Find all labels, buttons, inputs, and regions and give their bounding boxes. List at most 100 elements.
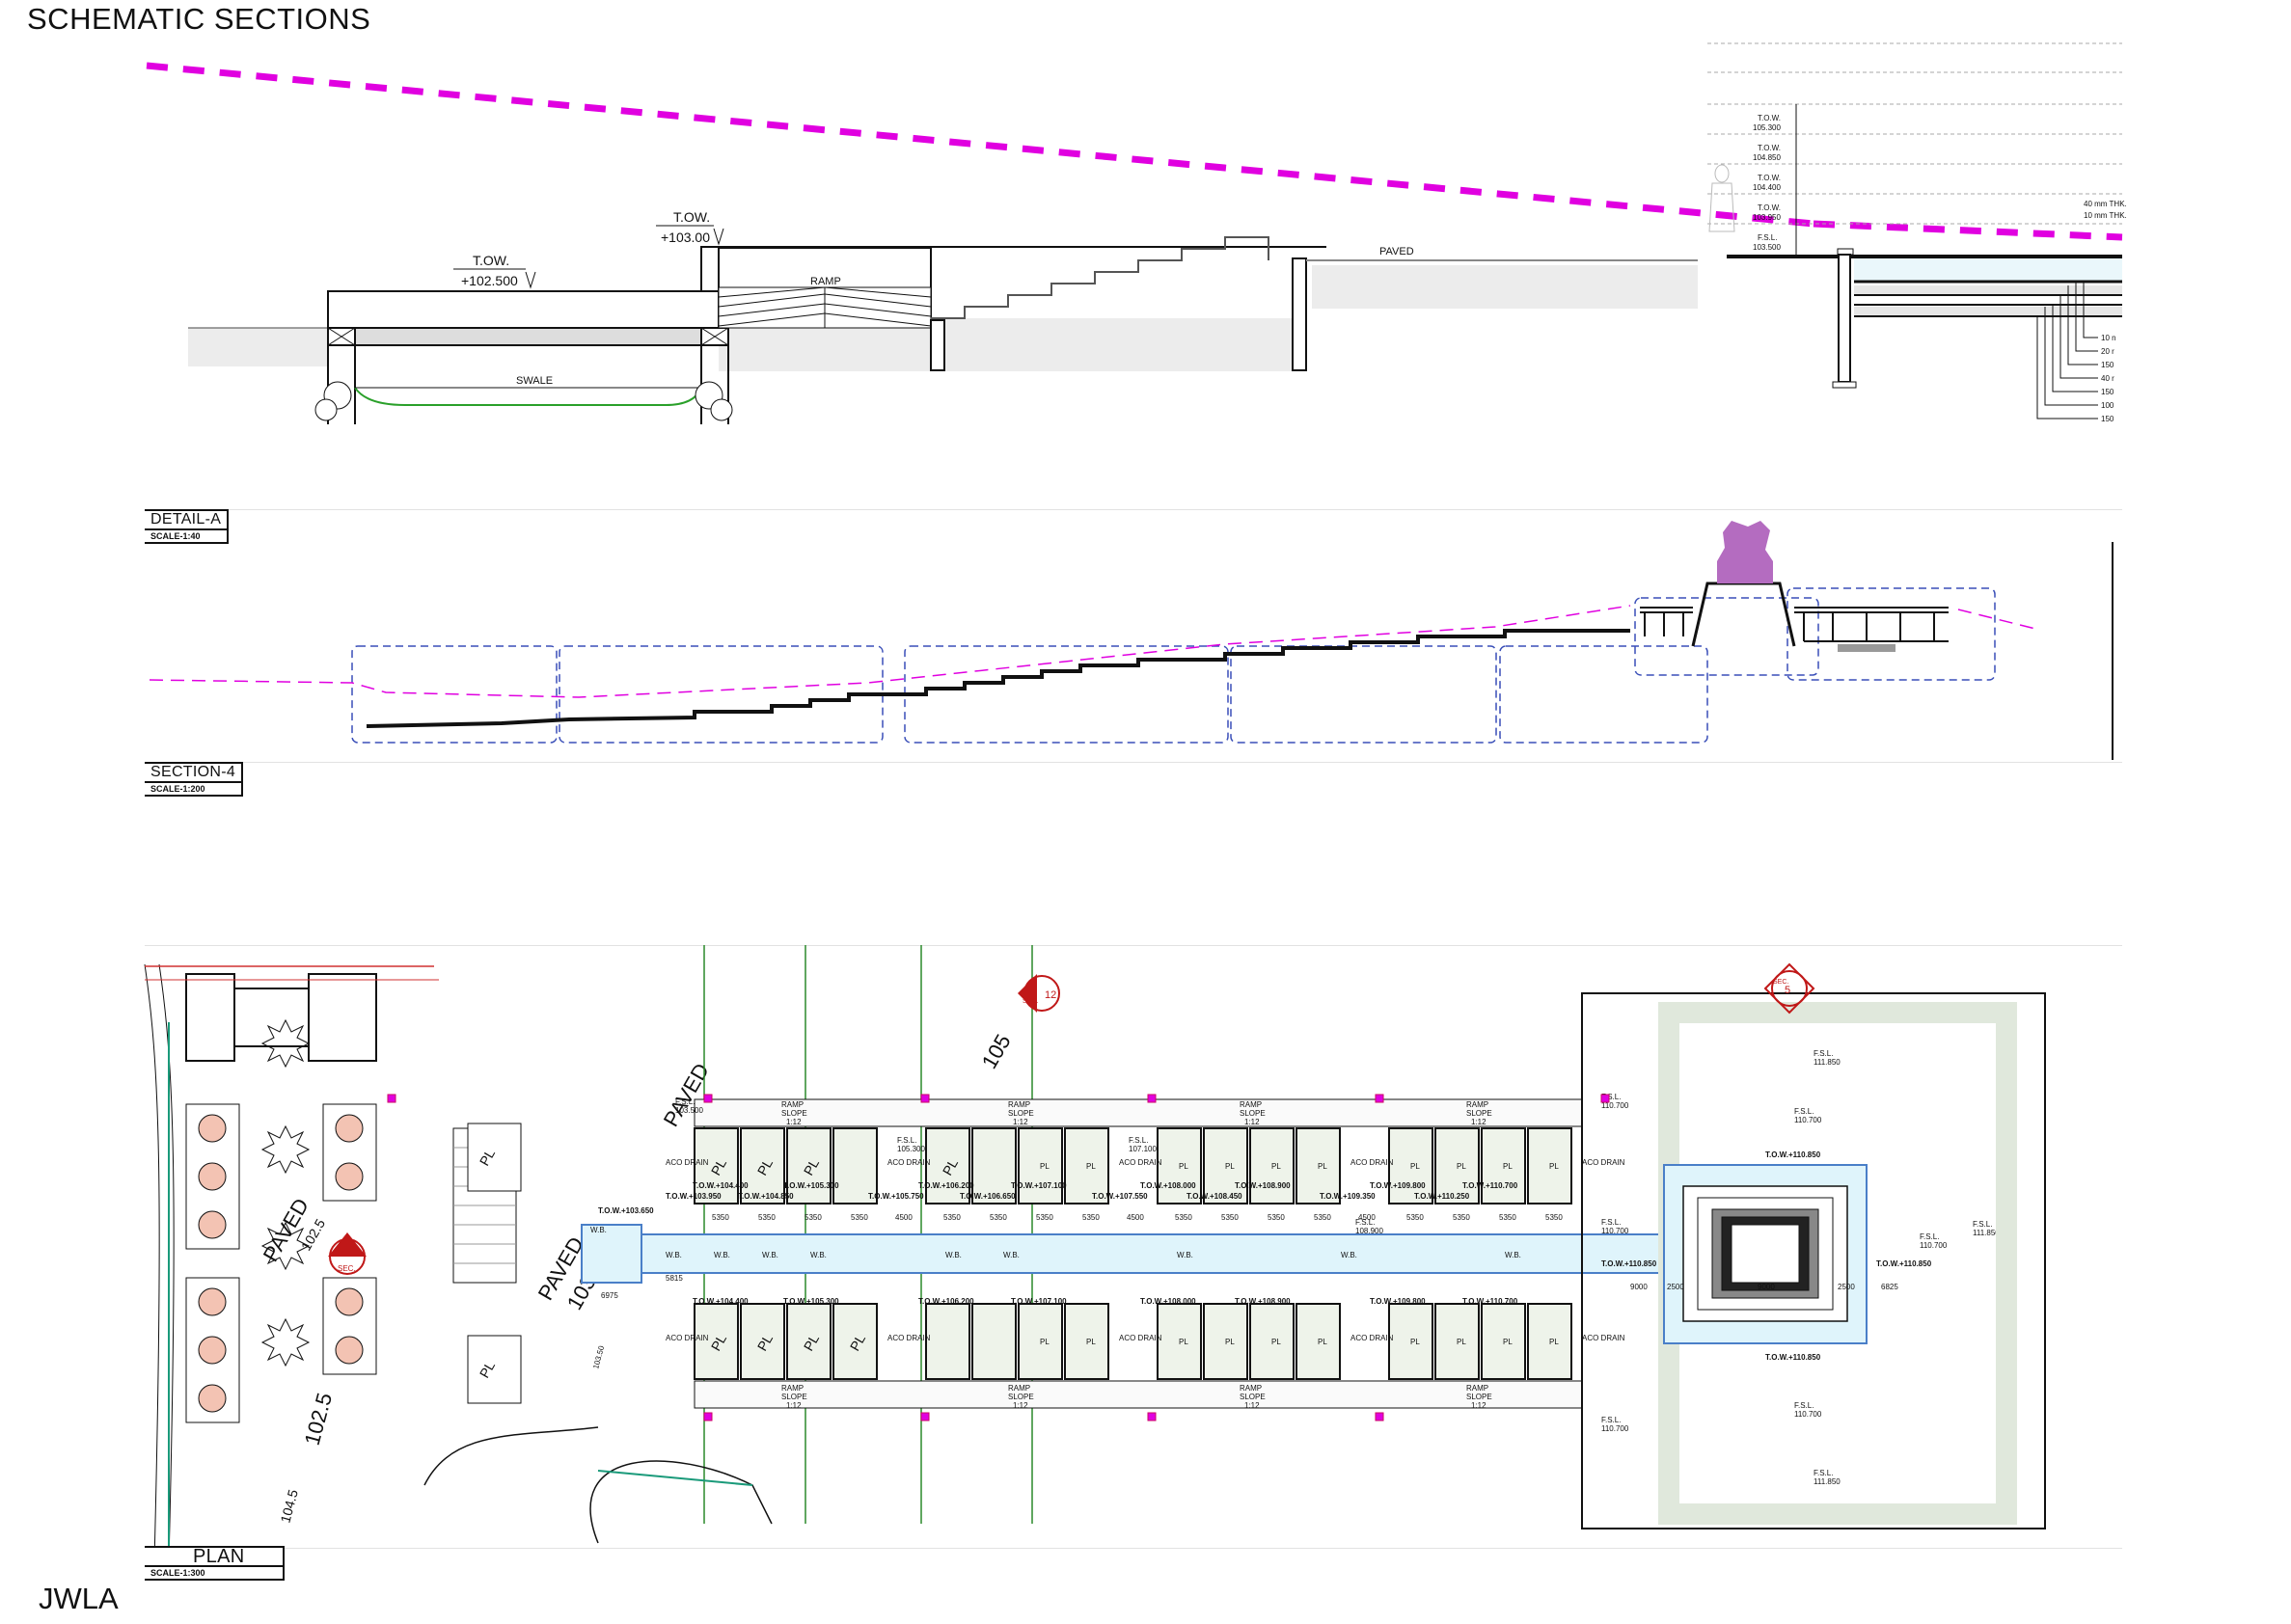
level-text: 102.5: [300, 1391, 337, 1448]
svg-text:ACO DRAIN: ACO DRAIN: [887, 1158, 931, 1167]
level-value: 104.400: [1753, 183, 1781, 192]
svg-text:ACO DRAIN: ACO DRAIN: [666, 1158, 709, 1167]
water-body-plaza: [581, 1224, 642, 1284]
planter-pl-labels-rotated: PL PL PL PL PL PL PL PL: [708, 1155, 962, 1353]
svg-text:1:12: 1:12: [1471, 1401, 1486, 1410]
ground-profile-line: [146, 62, 1814, 228]
svg-text:PL: PL: [847, 1331, 869, 1353]
svg-text:5350: 5350: [1036, 1213, 1053, 1222]
firm-brand: JWLA: [39, 1582, 119, 1615]
svg-text:5350: 5350: [851, 1213, 868, 1222]
terrace-profile: [366, 629, 1630, 728]
svg-text:110.700: 110.700: [1794, 1116, 1822, 1124]
level-text: 105: [977, 1030, 1016, 1072]
planter-row-bottom: [694, 1303, 1572, 1380]
svg-text:1:12: 1:12: [1013, 1118, 1028, 1126]
level-text: 103.50: [591, 1344, 606, 1369]
courtyard-boundary: [1581, 992, 2046, 1529]
svg-text:W.B.: W.B.: [1177, 1251, 1193, 1259]
svg-text:T.O.W.+110.250: T.O.W.+110.250: [1414, 1192, 1470, 1201]
section-marker-5: 5 SEC.: [1763, 962, 1815, 1015]
svg-text:ACO DRAIN: ACO DRAIN: [1119, 1334, 1162, 1342]
svg-text:T.O.W.+105.300: T.O.W.+105.300: [783, 1181, 839, 1190]
svg-text:PL: PL: [1179, 1162, 1188, 1171]
svg-text:T.O.W.+105.300: T.O.W.+105.300: [783, 1297, 839, 1306]
section-box: [1230, 645, 1497, 744]
svg-text:5350: 5350: [805, 1213, 822, 1222]
detail-a-drawing: SWALE T.OW. +102.500 RAMP T.OW. +103.00 …: [146, 42, 2127, 424]
detail-a-title-block: DETAIL-A SCALE-1:40: [145, 509, 230, 544]
svg-text:SEC.: SEC.: [1773, 979, 1788, 986]
svg-text:ACO DRAIN: ACO DRAIN: [1350, 1158, 1394, 1167]
svg-text:T.O.W.+104.400: T.O.W.+104.400: [693, 1297, 749, 1306]
planter-label: PL: [477, 1358, 499, 1380]
swale-label: SWALE: [516, 375, 553, 387]
plan-scale: SCALE-1:300: [150, 1568, 205, 1578]
svg-text:4500: 4500: [895, 1213, 913, 1222]
level-value: 103.500: [1753, 243, 1781, 252]
tow-label: T.OW.: [673, 209, 710, 225]
fsl-annotations: F.S.L.103.500 F.S.L.105.300 F.S.L.107.10…: [675, 1049, 2000, 1486]
svg-text:T.O.W.+106.200: T.O.W.+106.200: [918, 1181, 974, 1190]
svg-text:PL: PL: [801, 1331, 823, 1353]
svg-text:T.O.W.+107.100: T.O.W.+107.100: [1011, 1297, 1067, 1306]
svg-text:T.O.W.+108.000: T.O.W.+108.000: [1140, 1181, 1196, 1190]
svg-text:110.700: 110.700: [1601, 1227, 1629, 1235]
svg-text:T.O.W.+109.350: T.O.W.+109.350: [1320, 1192, 1376, 1201]
svg-text:RAMP: RAMP: [781, 1384, 804, 1393]
svg-text:PL: PL: [1225, 1162, 1235, 1171]
svg-text:2500: 2500: [1838, 1283, 1855, 1291]
planter-label: PL: [477, 1146, 499, 1168]
svg-text:110.700: 110.700: [1601, 1424, 1629, 1433]
svg-text:T.O.W.+107.100: T.O.W.+107.100: [1011, 1181, 1067, 1190]
svg-text:105.300: 105.300: [897, 1145, 925, 1153]
paved-area-label: PAVED: [259, 1194, 314, 1265]
svg-text:5: 5: [1785, 985, 1790, 996]
svg-text:RAMP: RAMP: [1466, 1384, 1488, 1393]
svg-text:110.700: 110.700: [1920, 1241, 1948, 1250]
svg-text:4500: 4500: [1358, 1213, 1376, 1222]
svg-text:T.O.W.+110.850: T.O.W.+110.850: [1876, 1259, 1932, 1268]
svg-text:W.B.: W.B.: [1003, 1251, 1020, 1259]
level-text: 104.5: [277, 1488, 301, 1525]
pool-dims: 9000 2500 9000 2500 6825 6975 5815: [601, 1274, 1898, 1300]
section-box: [1786, 587, 1996, 681]
bay-dims: 5350 5350 5350 5350 4500 5350 5350 5350 …: [712, 1213, 1563, 1222]
svg-text:ACO DRAIN: ACO DRAIN: [1582, 1158, 1625, 1167]
svg-text:SEC.: SEC.: [338, 1264, 356, 1273]
svg-text:F.S.L.: F.S.L.: [1973, 1220, 1992, 1229]
section-marker-12: 12 SEC.: [1018, 974, 1060, 1013]
section-4-drawing: [149, 521, 2114, 760]
svg-text:T.O.W.+106.200: T.O.W.+106.200: [918, 1297, 974, 1306]
svg-text:SEC.: SEC.: [1023, 998, 1038, 1005]
tow-value: +102.500: [461, 273, 518, 288]
svg-text:5815: 5815: [666, 1274, 683, 1283]
section-box: [1499, 645, 1708, 744]
svg-text:5350: 5350: [712, 1213, 729, 1222]
svg-text:PL: PL: [1549, 1338, 1559, 1346]
svg-text:ACO DRAIN: ACO DRAIN: [1350, 1334, 1394, 1342]
svg-text:1:12: 1:12: [786, 1401, 802, 1410]
svg-text:6825: 6825: [1881, 1283, 1898, 1291]
svg-text:103.500: 103.500: [675, 1106, 703, 1115]
svg-text:1:12: 1:12: [1244, 1118, 1260, 1126]
svg-text:1:12: 1:12: [1471, 1118, 1486, 1126]
plan-title-block: PLAN SCALE-1:300: [145, 1546, 286, 1581]
svg-text:111.850: 111.850: [1814, 1477, 1841, 1486]
layer-callout: 10 n: [2101, 334, 2116, 342]
svg-text:5350: 5350: [943, 1213, 961, 1222]
svg-text:F.S.L.: F.S.L.: [1814, 1469, 1833, 1477]
svg-text:SLOPE: SLOPE: [1240, 1393, 1266, 1401]
svg-text:SLOPE: SLOPE: [1466, 1109, 1492, 1118]
svg-text:ACO DRAIN: ACO DRAIN: [1119, 1158, 1162, 1167]
svg-text:5350: 5350: [1221, 1213, 1239, 1222]
svg-text:5350: 5350: [1082, 1213, 1100, 1222]
svg-text:PL: PL: [1318, 1338, 1327, 1346]
svg-text:PL: PL: [708, 1155, 730, 1177]
svg-text:F.S.L.: F.S.L.: [897, 1136, 916, 1145]
layer-callout: 150: [2101, 388, 2114, 396]
svg-text:W.B.: W.B.: [1505, 1251, 1521, 1259]
tow-value: +103.00: [661, 230, 710, 245]
svg-text:T.O.W.+109.800: T.O.W.+109.800: [1370, 1297, 1426, 1306]
